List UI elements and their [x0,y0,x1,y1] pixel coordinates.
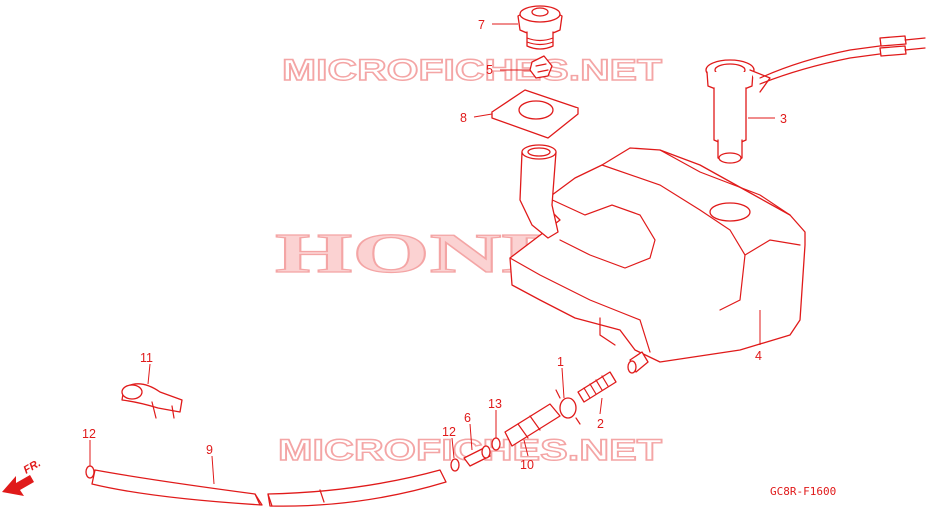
callout-6: 6 [464,411,471,425]
callout-4: 4 [755,349,762,363]
callout-5: 5 [486,63,493,77]
callout-13: 13 [488,397,502,411]
front-arrow: FR. [2,457,43,496]
callout-3: 3 [780,112,787,126]
clip-12b [450,458,460,472]
callout-2: 2 [597,417,604,431]
fuel-tank [509,144,806,374]
diagram-code: GC8R-F1600 [770,485,836,498]
watermark-top: MICROFICHES.NET [282,54,662,87]
callout-8: 8 [460,111,467,125]
callout-9: 9 [206,443,213,457]
screen-filter [577,371,617,403]
callout-7: 7 [478,18,485,32]
seal-plate [491,89,579,139]
callout-12b: 12 [442,425,456,439]
leader-lines [89,23,775,485]
tube-clamp [121,383,183,419]
clip-12a [85,465,95,479]
fuel-tube-long [91,469,447,507]
fuel-tube-short [504,403,561,447]
hose-clip [555,389,581,425]
fuel-gauge [705,35,926,164]
callout-10: 10 [520,458,534,472]
callout-12a: 12 [82,427,96,441]
callout-11: 11 [140,351,153,365]
direction-label: FR. [22,457,43,476]
clip-13 [491,437,501,451]
fuel-cap [517,5,563,50]
callout-1: 1 [557,355,564,369]
joint [463,445,491,467]
watermark-bottom: MICROFICHES.NET [278,434,662,467]
